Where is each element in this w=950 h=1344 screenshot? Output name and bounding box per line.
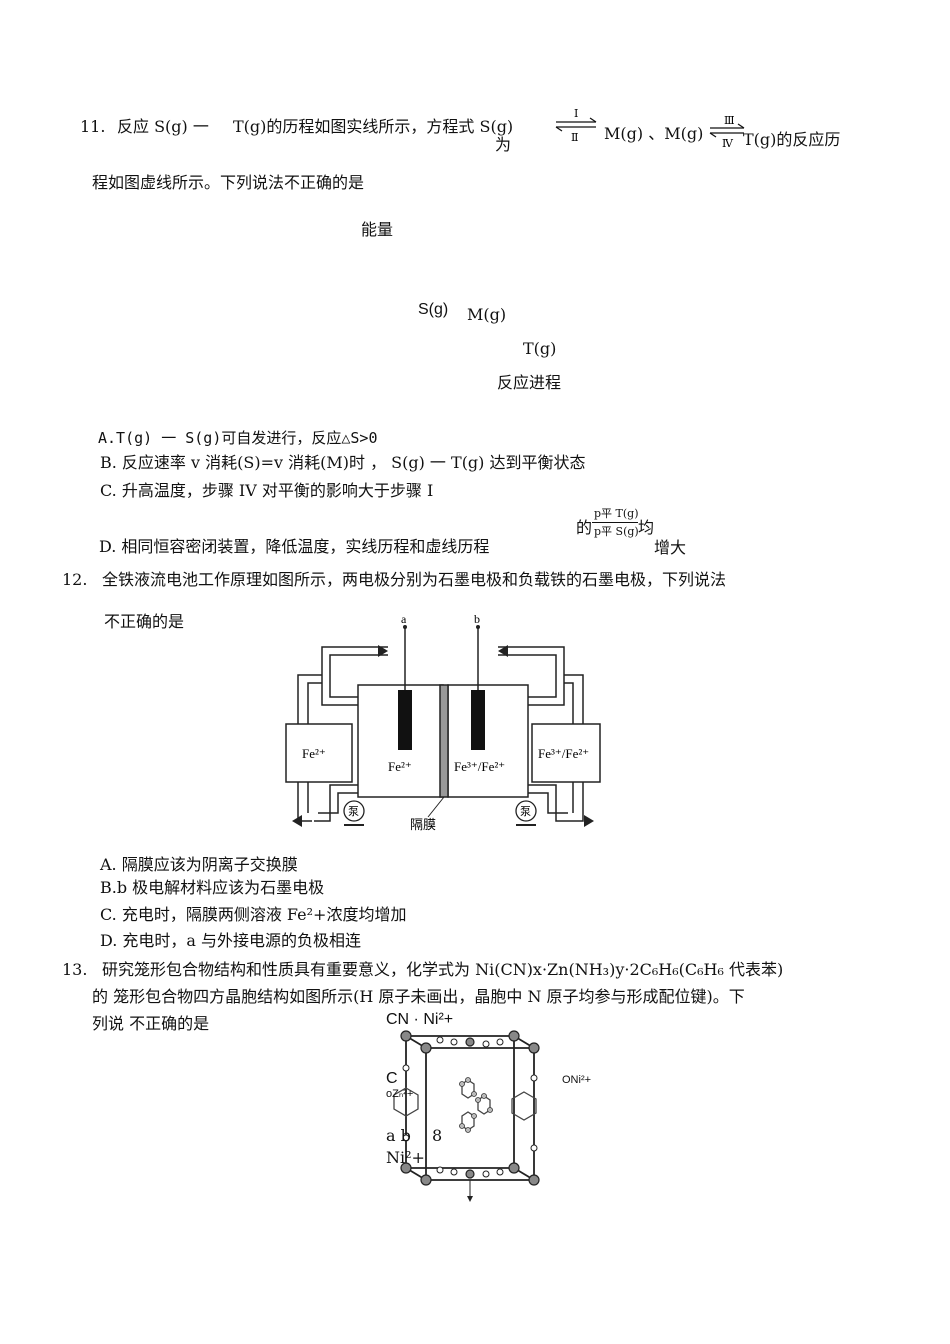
- q11-option-d: D. 相同恒容密闭装置，降低温度，实线历程和虚线历程: [99, 537, 490, 556]
- electrode-a-label: a: [401, 615, 407, 626]
- q13-number: 13.: [62, 960, 88, 979]
- arrow2-bottom-label: Ⅳ: [722, 138, 734, 150]
- reaction-progress-label: 反应进程: [497, 373, 562, 392]
- ni-label: Ni²+: [386, 1148, 425, 1167]
- pump-right-label: 泵: [520, 805, 531, 818]
- q11-text-1: 反应 S(g) 一: [117, 117, 209, 136]
- q11-option-d-de: 的: [576, 518, 593, 537]
- q13-line-2: 的 笼形包合物四方晶胞结构如图所示(H 原子未画出，晶胞中 N 原子均参与形成配…: [92, 987, 745, 1006]
- electrode-b: [471, 690, 485, 750]
- cn-ni-label: CN · Ni²+: [386, 1011, 454, 1028]
- q12-option-d: D. 充电时，a 与外接电源的负极相连: [100, 931, 362, 950]
- q12-number: 12.: [62, 570, 88, 589]
- q11-wei: 为: [495, 135, 512, 154]
- c-label: C: [386, 1070, 398, 1087]
- left-tank-label: Fe²⁺: [302, 746, 326, 761]
- q11-option-d-end: 增大: [654, 538, 687, 557]
- q11-option-c: C. 升高温度，步骤 IV 对平衡的影响大于步骤 I: [100, 481, 434, 500]
- zn-label: oZₙ²+: [386, 1088, 414, 1100]
- pump-left-label: 泵: [348, 805, 359, 818]
- q11-option-a: A.T(g) 一 S(g)可自发进行，反应△S>0: [98, 429, 378, 447]
- q11-text-4: T(g)的反应历: [743, 130, 841, 149]
- eight-label: 8: [432, 1126, 443, 1145]
- q11-option-d-jun: 均: [638, 518, 655, 537]
- membrane: [439, 684, 449, 798]
- m-g-label: M(g): [467, 305, 507, 324]
- t-g-label: T(g): [523, 339, 557, 358]
- electrode-b-label: b: [474, 615, 480, 626]
- energy-axis-label: 能量: [361, 220, 394, 239]
- q12-option-c: C. 充电时，隔膜两侧溶液 Fe²+浓度均增加: [100, 905, 407, 924]
- q12-option-a: A. 隔膜应该为阴离子交换膜: [100, 855, 298, 874]
- s-g-label: S(g): [418, 301, 449, 318]
- crystal-cell-diagram: [393, 1030, 540, 1202]
- left-tank: [285, 723, 353, 783]
- membrane-label: 隔膜: [410, 817, 436, 832]
- electrode-a: [398, 690, 412, 750]
- right-tank: [531, 723, 601, 783]
- q11-number: 11.: [80, 117, 106, 136]
- arrow1-bottom-label: Ⅱ: [571, 132, 578, 144]
- left-cell-label: Fe²⁺: [388, 759, 412, 774]
- fraction-denominator: p平 S(g): [594, 525, 639, 538]
- pump-left: [343, 800, 365, 822]
- q11-option-b: B. 反应速率 v 消耗(S)=v 消耗(M)时 ， S(g) 一 T(g) 达…: [100, 453, 586, 472]
- q11-line-2: 程如图虚线所示。下列说法不正确的是: [92, 173, 365, 192]
- oni-label: ONi²+: [562, 1074, 592, 1086]
- arrow1-top-label: Ⅰ: [574, 108, 578, 120]
- q13-line-1: 研究笼形包合物结构和性质具有重要意义，化学式为 Ni(CN)x·Zn(NH₃)y…: [102, 960, 784, 979]
- ab-label: a b: [386, 1126, 411, 1145]
- q11-text-2: T(g)的历程如图实线所示，方程式 S(g): [233, 117, 514, 136]
- fraction-bar: [592, 522, 638, 523]
- q12-line-1: 全铁液流电池工作原理如图所示，两电极分别为石墨电极和负载铁的石墨电极，下列说法: [102, 570, 727, 589]
- q12-line-2: 不正确的是: [104, 612, 185, 631]
- flow-battery-diagram: a b Fe²⁺ Fe²⁺ Fe³⁺/Fe²⁺ Fe³⁺/Fe²⁺ 泵 泵 隔膜: [285, 615, 601, 832]
- fraction-numerator: p平 T(g): [594, 507, 639, 520]
- right-tank-label: Fe³⁺/Fe²⁺: [538, 746, 589, 761]
- right-cell-label: Fe³⁺/Fe²⁺: [454, 759, 505, 774]
- q11-text-3: M(g) 、M(g): [604, 124, 704, 143]
- arrow2-top-label: Ⅲ: [724, 115, 735, 127]
- q12-option-b: B.b 极电解材料应该为石墨电极: [100, 878, 325, 897]
- pump-right: [515, 800, 537, 822]
- q13-line-3: 列说 不正确的是: [92, 1014, 210, 1033]
- equilibrium-arrow-1: Ⅰ Ⅱ: [555, 108, 597, 144]
- equilibrium-arrow-2: Ⅲ Ⅳ: [709, 115, 745, 150]
